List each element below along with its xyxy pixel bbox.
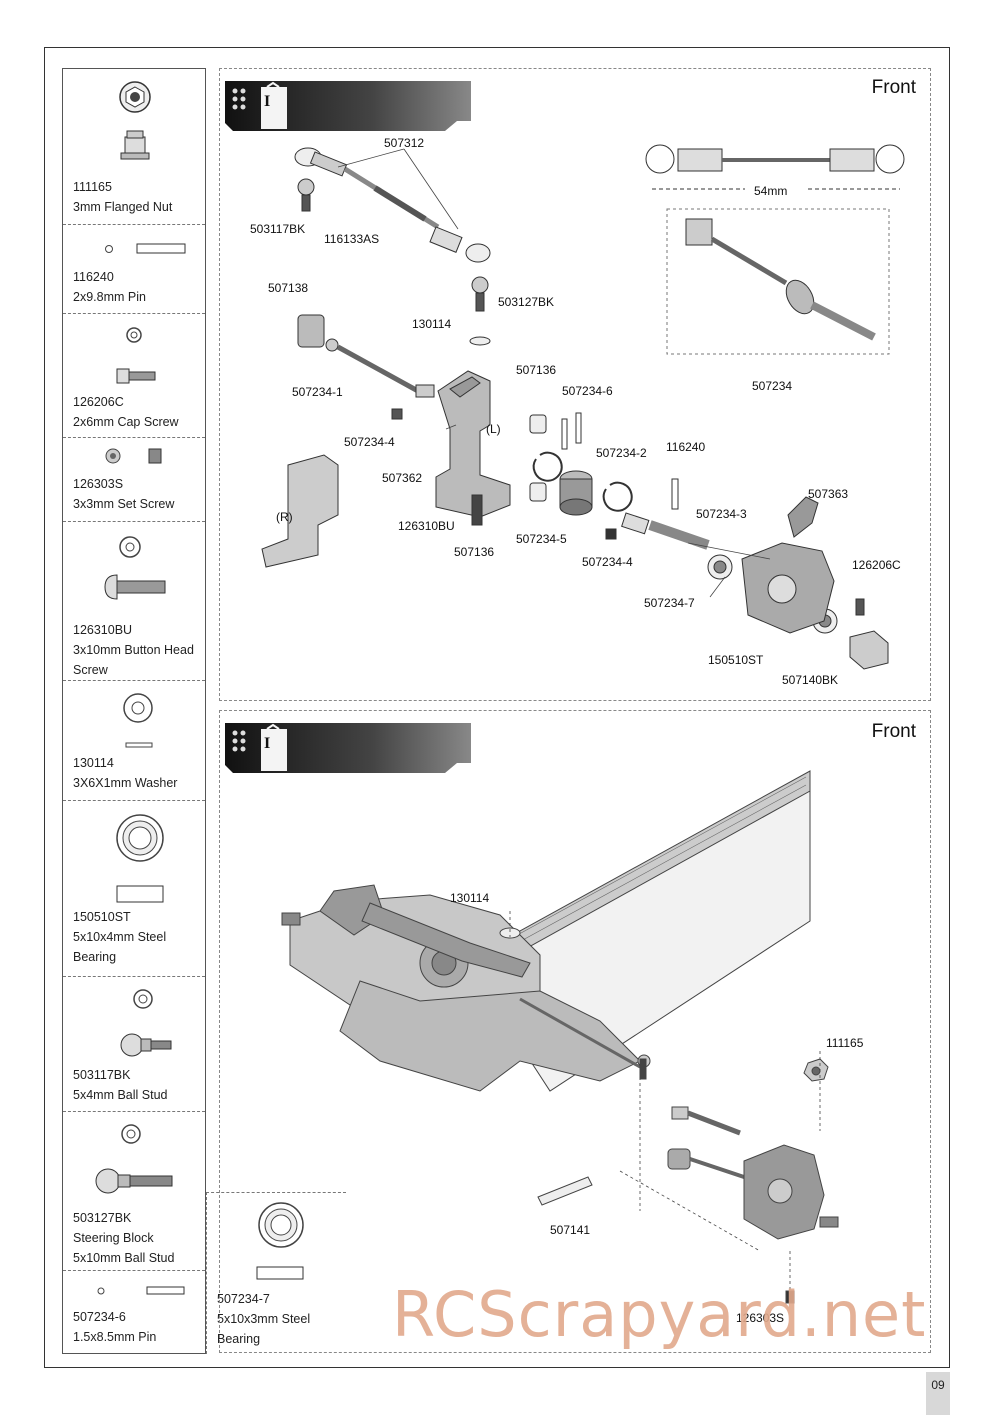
- part-callout: (R): [276, 510, 293, 524]
- steering-assembly-diagram: [261, 144, 905, 670]
- part-callout: 507234-2: [596, 446, 647, 460]
- part-callout: 150510ST: [708, 653, 764, 667]
- pin-icon: [97, 1286, 185, 1295]
- part-callout: 507234-6: [562, 384, 613, 398]
- part-callout: 126310BU: [398, 519, 455, 533]
- part-callout: 507136: [454, 545, 495, 559]
- ball-stud-icon: [120, 989, 172, 1057]
- step-panel-2: I Front: [219, 710, 931, 1353]
- dimension-label: 54mm: [754, 184, 788, 198]
- part-callout: 507234-5: [516, 532, 567, 546]
- front-label: Front: [871, 721, 916, 742]
- step-banner: [225, 723, 471, 773]
- part-callout: 507234-4: [344, 435, 395, 449]
- pin-icon: [105, 243, 186, 254]
- part-callout: 507141: [550, 1223, 591, 1237]
- part-callout: 507362: [382, 471, 423, 485]
- button-head-screw-icon: [104, 536, 166, 600]
- part-callout: 507234-1: [292, 385, 343, 399]
- part-callout: 507363: [808, 487, 849, 501]
- part-callout: 116133AS: [324, 232, 380, 246]
- part-callout: 130114: [412, 317, 452, 331]
- part-callout: 507234-7: [644, 596, 695, 610]
- part-callout: (L): [486, 422, 501, 436]
- cap-screw-icon: [116, 327, 156, 384]
- part-callout: 126206C: [852, 558, 901, 572]
- part-callout: 126303S: [736, 1311, 785, 1325]
- page-number: 09: [926, 1372, 950, 1415]
- part-callout: 130114: [450, 891, 490, 905]
- part-callout: 507312: [384, 136, 425, 150]
- part-callout: 116240: [666, 440, 706, 454]
- part-callout: 507234-4: [582, 555, 633, 569]
- chassis-assembly-diagram: [281, 770, 839, 1304]
- part-callout: 507234-3: [696, 507, 747, 521]
- step-panel-1: I Front: [219, 68, 931, 701]
- page-frame: [44, 47, 950, 1368]
- part-callout: 507138: [268, 281, 309, 295]
- set-screw-icon: [105, 448, 162, 464]
- ball-stud-icon: [95, 1124, 173, 1194]
- watermark: RCScrapyard.net: [392, 1278, 927, 1351]
- flanged-nut-icon: [119, 81, 151, 160]
- bearing-icon: [116, 814, 164, 903]
- step-letter: I: [264, 93, 271, 110]
- step-letter: I: [264, 735, 271, 752]
- part-callout: 507136: [516, 363, 557, 377]
- part-callout: 507234: [752, 379, 793, 393]
- washer-icon: [123, 693, 153, 748]
- part-callout: 111165: [826, 1036, 864, 1050]
- part-callout: 503127BK: [498, 295, 555, 309]
- front-label: Front: [871, 77, 916, 98]
- step-banner: [225, 81, 471, 131]
- part-callout: 503117BK: [250, 222, 306, 236]
- part-callout: 507140BK: [782, 673, 839, 687]
- bearing-icon: [256, 1202, 304, 1280]
